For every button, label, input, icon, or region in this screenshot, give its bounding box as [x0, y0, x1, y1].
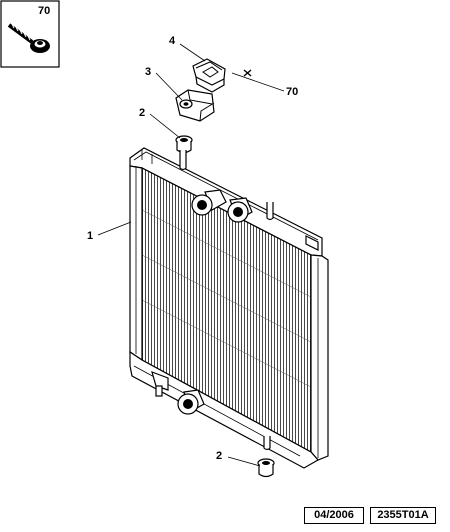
callout-grommet-bottom: 2	[216, 450, 222, 462]
callout-grommet-top: 2	[139, 107, 145, 119]
bracket-clip-part	[192, 58, 226, 93]
bracket-mount-part	[175, 89, 215, 122]
callout-bracket-top: 4	[169, 35, 176, 47]
grommet-bottom-part	[257, 458, 275, 478]
footer-date: 04/2006	[304, 507, 364, 524]
leader-lines	[97, 43, 285, 467]
callout-radiator: 1	[87, 230, 93, 242]
radiator-part	[129, 147, 329, 469]
footer-reference: 2355T01A	[370, 507, 436, 524]
upper-hose-outlet	[191, 189, 253, 223]
callout-screw-pointer: 70	[286, 86, 298, 98]
screw-inset-box: 70	[0, 0, 60, 68]
callout-screw-inset: 70	[38, 5, 50, 17]
cross-mark-icon	[243, 69, 252, 77]
callout-bracket: 3	[145, 66, 151, 78]
screw-icon	[7, 21, 50, 53]
lower-hose-outlet	[177, 389, 205, 415]
